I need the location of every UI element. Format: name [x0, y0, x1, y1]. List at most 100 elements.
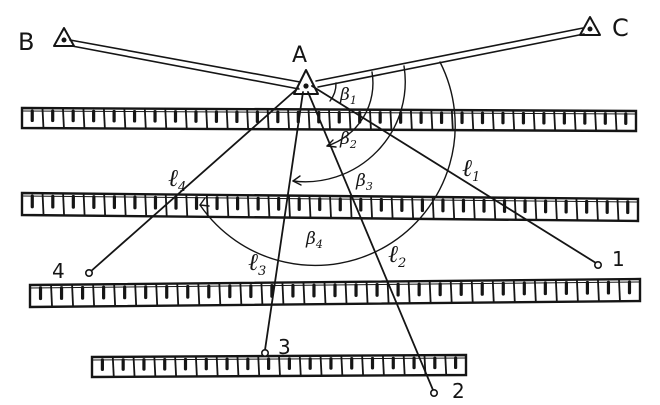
strip-divider [386, 281, 390, 304]
strip-divider [449, 280, 453, 303]
strip-divider [92, 284, 96, 307]
strip-divider [513, 197, 517, 220]
strip-divider [470, 280, 474, 303]
strip-divider [491, 110, 495, 131]
strip-divider [573, 110, 577, 131]
point-3 [260, 348, 269, 357]
labels: B C A 1 2 3 4 ℓ1 ℓ2 ℓ3 ℓ4 β1 β2 β3 β4 [18, 14, 629, 403]
strip-divider [553, 110, 557, 131]
strip-divider [287, 109, 290, 130]
label-l2: ℓ2 [388, 240, 406, 271]
strip-divider [236, 356, 240, 377]
strip-divider [155, 283, 159, 306]
strip-divider [266, 109, 270, 130]
strip-divider [215, 356, 219, 377]
label-c: C [612, 14, 629, 42]
arrow-beta-3 [292, 175, 302, 186]
strip-divider [575, 198, 579, 221]
ray-a-4 [89, 87, 299, 273]
strip-divider [260, 282, 264, 305]
strip-divider [62, 193, 65, 216]
strip-divider [554, 198, 558, 221]
strip-divider [143, 108, 147, 129]
strip-divider [390, 196, 394, 219]
strip-divider [302, 282, 306, 305]
strip-divider [618, 279, 621, 302]
strip-divider [614, 110, 618, 131]
strip-divider [329, 195, 332, 219]
arc-beta-1 [329, 82, 337, 102]
strip-divider [472, 197, 476, 220]
strip-divider [534, 197, 538, 221]
strip-divider [430, 109, 434, 131]
strip-divider [123, 108, 127, 129]
strip-divider [185, 194, 189, 217]
strip-divider [361, 355, 365, 376]
line-b-a [69, 39, 301, 83]
strip-divider [184, 108, 188, 129]
strip-divider [111, 356, 115, 377]
strip-divider [575, 279, 579, 302]
arrow-beta-4 [199, 197, 210, 207]
label-a: A [292, 43, 307, 68]
strip-divider [512, 110, 516, 131]
label-b: B [18, 28, 34, 56]
strip-divider [349, 196, 353, 219]
strip-divider [450, 110, 454, 131]
strip-divider [134, 283, 138, 307]
label-l1: ℓ1 [462, 154, 480, 185]
strip-divider [278, 355, 281, 377]
strip-divider [113, 284, 117, 307]
strip-divider [246, 195, 250, 218]
arc-beta-2 [326, 71, 374, 147]
point-1 [593, 260, 602, 269]
strip-divider [328, 109, 331, 130]
strip-divider [153, 356, 157, 377]
strip-divider [225, 108, 229, 130]
strip-divider [307, 109, 311, 130]
ground-strip [20, 106, 638, 133]
label-beta-3: β3 [355, 171, 373, 193]
strip-divider [123, 193, 127, 217]
label-l4: ℓ4 [168, 164, 186, 195]
strip-divider [407, 281, 411, 304]
label-point-1: 1 [612, 247, 625, 271]
point-2 [429, 388, 438, 397]
strip-divider [226, 194, 230, 218]
strip-divider [369, 109, 372, 130]
strip-divider [323, 282, 327, 305]
arc-beta-4 [199, 61, 456, 267]
line-b-a-2 [71, 45, 300, 90]
line-c-a-2 [317, 33, 585, 88]
strip-divider [298, 355, 302, 376]
strip-divider [594, 110, 597, 131]
ground-strip [20, 191, 640, 223]
strip-divider [41, 193, 45, 216]
strip-divider [257, 356, 261, 377]
strip-divider [319, 355, 323, 376]
label-point-4: 4 [52, 259, 65, 283]
strip-divider [554, 279, 558, 302]
strip-divider [308, 195, 312, 218]
strip-divider [41, 108, 45, 129]
strip-divider [82, 108, 86, 129]
strip-divider [365, 281, 369, 304]
strip-divider [532, 110, 536, 131]
strip-divider [491, 280, 495, 303]
strip-divider [616, 198, 620, 221]
point-4 [85, 268, 94, 277]
strip-divider [444, 355, 448, 376]
strip-divider [50, 284, 53, 307]
strip-divider [281, 282, 285, 305]
strip-divider [194, 356, 198, 377]
strip-divider [288, 195, 291, 218]
strip-divider [428, 281, 432, 304]
strip-divider [348, 109, 352, 130]
arrow-beta-2 [326, 139, 337, 148]
strip-divider [82, 193, 86, 216]
strip-divider [176, 283, 180, 306]
strip-divider [411, 196, 415, 219]
ground-strip [28, 277, 642, 309]
strip-divider [174, 356, 178, 377]
